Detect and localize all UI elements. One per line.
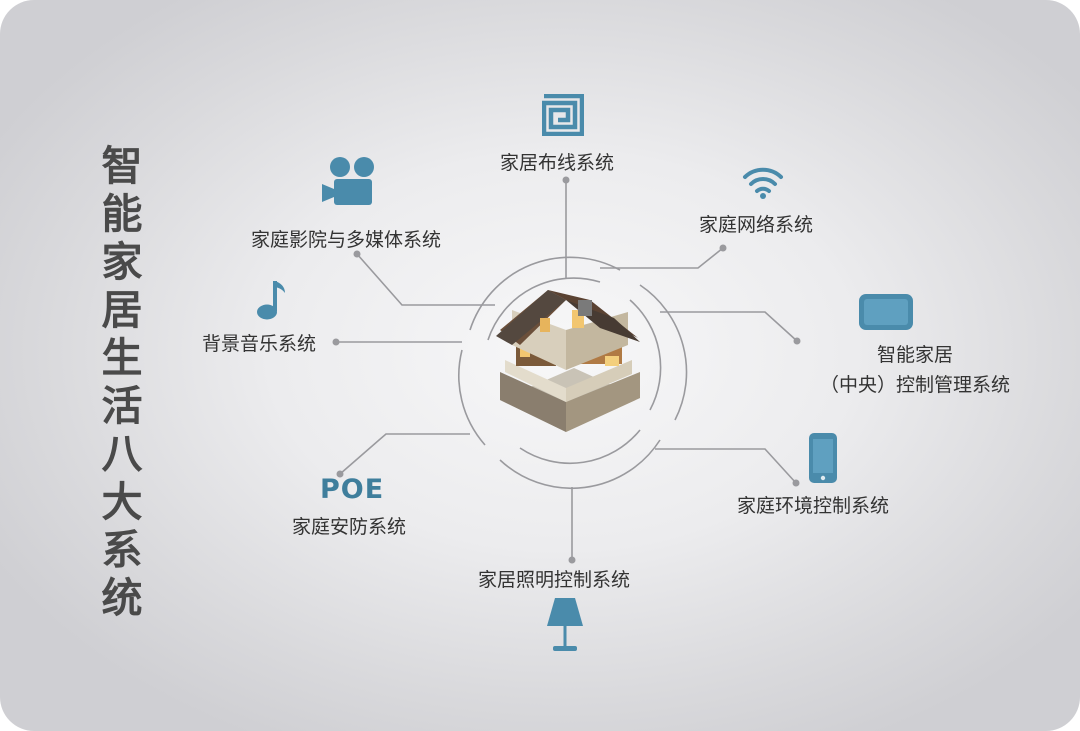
connector-dot [336,470,344,478]
title-char: 统 [101,574,143,622]
label-environment: 家庭环境控制系统 [737,495,890,517]
title-char: 活 [101,382,143,430]
label-security: 家庭安防系统 [292,516,407,538]
label-network: 家庭网络系统 [699,214,814,236]
title-char: 系 [101,526,143,574]
inner-ring-arc [629,299,662,411]
connector-dot [562,176,570,184]
connector-security [339,433,470,475]
lamp-icon [547,598,583,651]
title-char: 智 [101,142,143,190]
connector-dot [353,250,361,258]
connector-dot [792,479,800,487]
wifi-icon [743,167,783,199]
title-char: 家 [101,238,143,286]
vertical-title: 智 能 家 居 生 活 八 大 系 统 [96,146,148,626]
title-char: 生 [101,334,143,382]
connector-dot [568,556,576,564]
label-wiring: 家居布线系统 [500,152,615,174]
outer-ring-arc [639,284,688,421]
house-illustration [496,290,640,432]
music-note-icon [257,281,285,320]
label-theater: 家庭影院与多媒体系统 [251,229,442,251]
connector-network [600,247,724,269]
label-music: 背景音乐系统 [202,333,317,355]
tablet-icon [859,294,913,330]
outer-ring-arc [469,256,621,331]
title-char: 能 [101,190,143,238]
poe-icon-text: POE [320,474,385,505]
label-central: 智能家居 （中央）控制管理系统 [780,340,1050,397]
label-lighting: 家居照明控制系统 [478,569,631,591]
outer-ring-arc [499,439,661,489]
connector-dot [719,244,727,252]
title-char: 大 [101,478,143,526]
connector-dot [793,337,801,345]
connector-environment [655,448,797,484]
label-central-line2: （中央）控制管理系统 [819,374,1010,396]
connector-dot [332,338,340,346]
connector-theater [356,253,495,306]
inner-ring-arc [487,277,601,341]
inner-ring-arc [519,429,641,465]
movie-camera-icon [322,157,374,205]
connector-central [660,311,798,342]
label-central-line1: 智能家居 [876,344,953,366]
title-char: 居 [101,286,143,334]
square-spiral-icon [542,94,584,136]
outer-ring-arc [458,349,486,446]
smartphone-icon [809,433,837,483]
title-char: 八 [101,430,143,478]
